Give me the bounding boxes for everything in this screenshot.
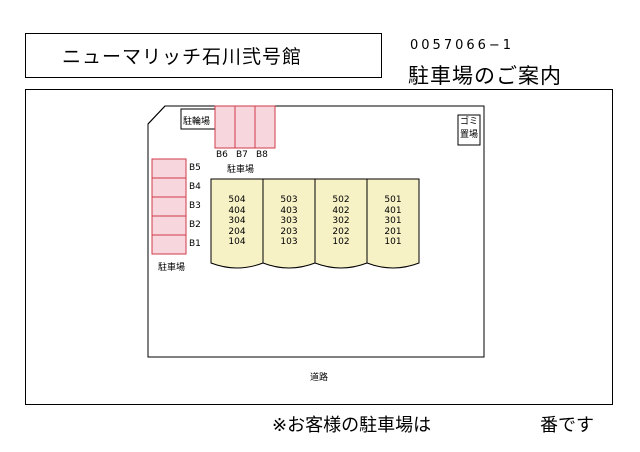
parking-space-b8 [254,105,276,149]
unit-number: 502 [332,195,350,205]
left-parking-group [151,158,187,255]
parking-space-label-b8: B8 [256,150,268,160]
unit-number: 501 [384,195,402,205]
property-code: 0057066−1 [410,38,515,53]
road-label: 道路 [310,373,329,383]
parking-space-b4 [151,177,187,198]
top-parking-group [214,105,276,149]
parking-space-b5 [151,158,187,179]
unit-number: 403 [280,205,298,216]
unit-number: 302 [332,216,350,226]
unit-number: 401 [384,205,402,216]
parking-space-b6 [214,105,236,149]
unit-number: 304 [228,216,246,226]
parking-space-label-b4: B4 [189,182,201,192]
parking-space-label-b1: B1 [189,239,201,249]
unit-number: 103 [280,237,298,247]
parking-note-suffix: 番です [540,415,594,436]
garbage-area-box [457,114,481,146]
unit-number: 104 [228,237,246,247]
garbage-area-label: ゴミ置場 [460,117,479,140]
building-name-box: ニューマリッチ石川弐号館 [25,33,382,78]
unit-number: 203 [280,226,298,237]
site-map-frame [25,89,613,405]
unit-number: 301 [384,216,402,226]
parking-label-left: 駐車場 [158,263,186,273]
parking-label-top: 駐車場 [227,165,255,175]
guide-title: 駐車場のご案内 [408,64,562,88]
parking-space-b7 [234,105,256,149]
unit-number: 404 [228,205,246,216]
unit-number: 101 [384,237,402,247]
parking-space-b2 [151,215,187,236]
building-name: ニューマリッチ石川弐号館 [62,46,303,68]
unit-number: 102 [332,237,350,247]
unit-number: 202 [332,226,350,237]
parking-space-b1 [151,234,187,255]
parking-space-label-b3: B3 [189,201,201,211]
parking-space-label-b6: B6 [216,150,228,160]
parking-space-label-b7: B7 [236,150,248,160]
parking-space-label-b2: B2 [189,220,201,230]
unit-number: 402 [332,205,350,216]
unit-number: 201 [384,226,402,237]
parking-note: ※お客様の駐車場は [272,415,432,436]
parking-space-label-b5: B5 [189,163,201,173]
unit-number: 303 [280,216,298,226]
unit-number: 204 [228,226,246,237]
parking-space-b3 [151,196,187,217]
unit-number: 504 [228,195,246,205]
bicycle-parking-label: 駐輪場 [183,117,211,127]
building [210,178,420,269]
unit-number: 503 [280,195,298,205]
